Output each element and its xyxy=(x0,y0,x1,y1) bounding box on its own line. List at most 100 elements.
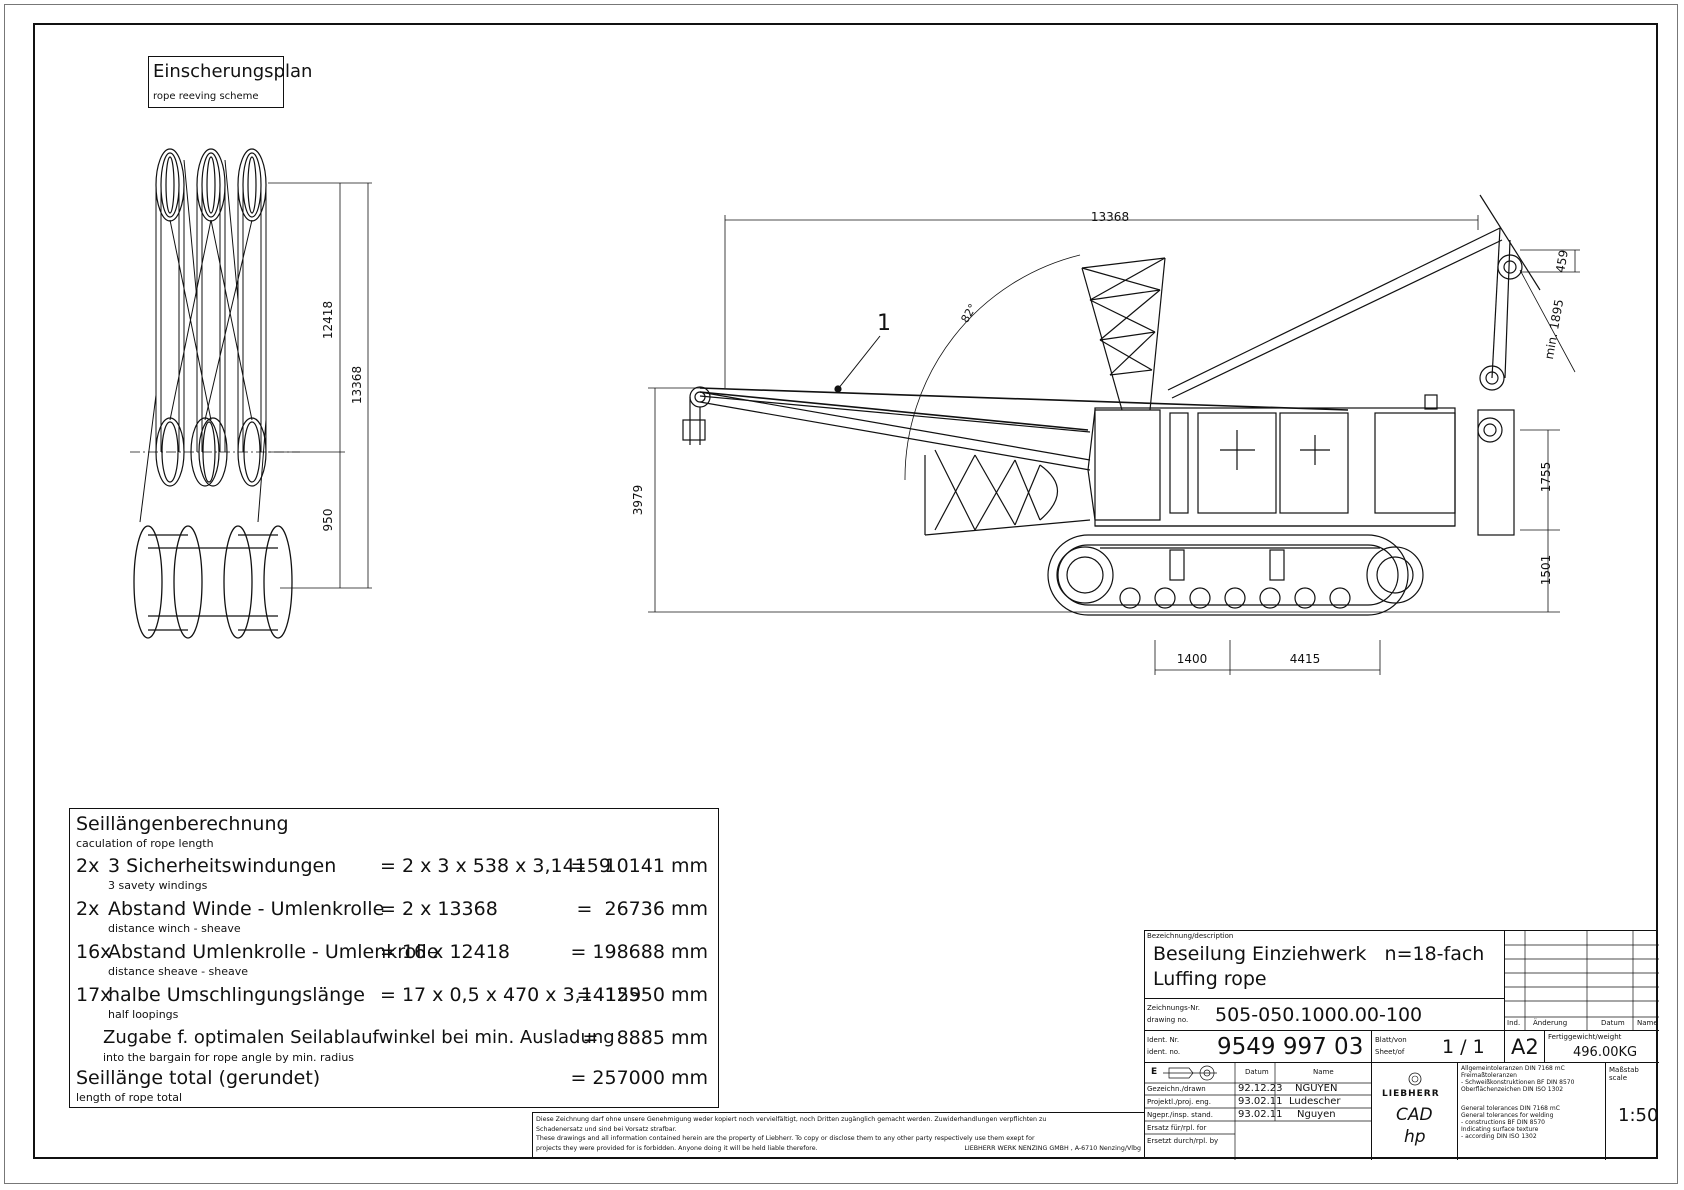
projection-symbol-label: E xyxy=(1151,1067,1158,1077)
sheet-number: 1 / 1 xyxy=(1442,1036,1485,1058)
calc-sub: distance winch - sheave xyxy=(108,922,241,935)
scale-value: 1:50 xyxy=(1618,1105,1659,1126)
calc-sub: 3 savety windings xyxy=(108,879,208,892)
replaces-label: Ersatz für/rpl. for xyxy=(1147,1124,1207,1132)
scale-cell: Maßstab scale 1:50 xyxy=(1606,1063,1659,1160)
ident-label2: ident. no. xyxy=(1147,1048,1181,1056)
ident-cell: Ident. Nr. ident. no. 9549 997 03 xyxy=(1145,1031,1372,1063)
col-name: Name xyxy=(1313,1068,1334,1076)
tol-line: General tolerances for welding xyxy=(1461,1112,1554,1119)
calc-title-en: caculation of rope length xyxy=(76,837,214,850)
rev-ind: Ind. xyxy=(1507,1019,1521,1027)
notice-line: Diese Zeichnung darf ohne unsere Genehmi… xyxy=(536,1116,1047,1123)
calc-label: Zugabe f. optimalen Seilablaufwinkel bei… xyxy=(103,1027,615,1048)
revision-grid xyxy=(1505,931,1659,1031)
notice-line: These drawings and all information conta… xyxy=(536,1135,1035,1142)
revision-table: Ind. Änderung Datum Name xyxy=(1505,931,1659,1031)
title-block: Bezeichnung/description Beseilung Einzie… xyxy=(1144,930,1659,1160)
calc-qty: 2x xyxy=(76,898,100,920)
format-cell: A2 xyxy=(1505,1031,1545,1063)
drawn-label: Gezeichn./drawn xyxy=(1147,1085,1206,1093)
calc-result: = 12550 mm xyxy=(576,984,709,1006)
tol-line: Freimaßtoleranzen xyxy=(1461,1072,1517,1079)
liebherr-emblem-icon xyxy=(1408,1072,1422,1086)
notice-line: projects they were provided for is forbi… xyxy=(536,1144,818,1152)
drawing-number-cell: Zeichnungs-Nr. drawing no. 505-050.1000.… xyxy=(1145,999,1505,1031)
ident-label1: Ident. Nr. xyxy=(1147,1036,1180,1044)
calc-label: 3 Sicherheitswindungen xyxy=(108,855,337,877)
proj-label: Projektl./proj. eng. xyxy=(1147,1098,1211,1106)
cad-label: CAD xyxy=(1396,1105,1433,1125)
description-cell: Bezeichnung/description Beseilung Einzie… xyxy=(1145,931,1505,999)
rev-date: Datum xyxy=(1601,1019,1625,1027)
calc-qty: 17x xyxy=(76,984,112,1006)
sheet-label1: Blatt/von xyxy=(1375,1036,1407,1044)
paper-format: A2 xyxy=(1511,1035,1539,1059)
reeving-title-en: rope reeving scheme xyxy=(153,91,259,102)
outer-frame xyxy=(4,4,1678,1184)
calc-total-de: Seillänge total (gerundet) xyxy=(76,1067,321,1089)
calc-label: Abstand Winde - Umlenkrolle xyxy=(108,898,385,920)
sheet-label2: Sheet/of xyxy=(1375,1048,1405,1056)
notice-last-row: projects they were provided for is forbi… xyxy=(536,1144,1141,1154)
insp-name: Nguyen xyxy=(1297,1109,1336,1120)
tol-line: Indicating surface texture xyxy=(1461,1126,1539,1133)
proj-date: 93.02.11 xyxy=(1238,1096,1283,1107)
rev-name: Name xyxy=(1637,1019,1658,1027)
calc-result: = 198688 mm xyxy=(570,941,708,963)
logo-cell: LIEBHERR CAD hp xyxy=(1372,1063,1458,1160)
drawno-label1: Zeichnungs-Nr. xyxy=(1147,1004,1200,1012)
brand-name: LIEBHERR xyxy=(1382,1089,1440,1099)
calc-formula: = 16 x 12418 xyxy=(380,941,510,963)
calc-formula: = 2 x 3 x 538 x 3,14159 xyxy=(380,855,611,877)
rev-change: Änderung xyxy=(1533,1019,1568,1027)
reeving-title-box: Einscherungsplan rope reeving scheme xyxy=(148,56,312,108)
approvals-grid: E Datum Name Gezeichn./drawn 92.12.23 NG… xyxy=(1145,1063,1372,1160)
tolerances-cell: Allgemeintoleranzen DIN 7168 mC Freimaßt… xyxy=(1458,1063,1606,1160)
col-date: Datum xyxy=(1245,1068,1269,1076)
tol-line: Oberflächenzeichen DIN ISO 1302 xyxy=(1461,1086,1564,1093)
replaced-by-label: Ersetzt durch/rpl. by xyxy=(1147,1137,1219,1145)
calc-result: = 26736 mm xyxy=(576,898,709,920)
calc-sub: distance sheave - sheave xyxy=(108,965,249,978)
desc-line1: Beseilung Einziehwerk n=18-fach xyxy=(1153,943,1485,965)
desc-label: Bezeichnung/description xyxy=(1147,932,1234,940)
tol-line: General tolerances DIN 7168 mC xyxy=(1461,1105,1560,1112)
calc-label: Abstand Umlenkrolle - Umlenkrolle xyxy=(108,941,439,963)
tol-line: - constructions BF DIN 8570 xyxy=(1461,1119,1545,1126)
reeving-title-de: Einscherungsplan xyxy=(153,61,313,82)
insp-date: 93.02.11 xyxy=(1238,1109,1283,1120)
hp-label: hp xyxy=(1404,1127,1426,1147)
tol-line: - Schweißkonstruktionen BF DIN 8570 xyxy=(1461,1079,1575,1086)
weight-cell: Fertiggewicht/weight 496.00KG xyxy=(1545,1031,1659,1063)
rope-length-calculation: Seillängenberechnung caculation of rope … xyxy=(69,808,719,1108)
calc-total-result: = 257000 mm xyxy=(570,1067,708,1089)
sheet-cell: Blatt/von Sheet/of 1 / 1 xyxy=(1372,1031,1505,1063)
notice-line: Schadenersatz und sind bei Vorsatz straf… xyxy=(536,1125,677,1133)
calc-result: = 10141 mm xyxy=(570,855,708,877)
calc-formula: = 2 x 13368 xyxy=(380,898,498,920)
drawn-date: 92.12.23 xyxy=(1238,1083,1283,1094)
calc-result: = 8885 mm xyxy=(582,1027,708,1049)
tol-line: Allgemeintoleranzen DIN 7168 mC xyxy=(1461,1065,1565,1072)
calc-title-de: Seillängenberechnung xyxy=(76,813,289,835)
tol-line: - according DIN ISO 1302 xyxy=(1461,1133,1537,1140)
ident-number: 9549 997 03 xyxy=(1217,1034,1364,1060)
insp-label: Ngepr./insp. stand. xyxy=(1147,1111,1213,1119)
calc-sub: half loopings xyxy=(108,1008,179,1021)
proj-name: Ludescher xyxy=(1289,1096,1341,1107)
calc-formula: = 17 x 0,5 x 470 x 3,14159 xyxy=(380,984,642,1006)
calc-total-en: length of rope total xyxy=(76,1091,183,1104)
drawing-border xyxy=(33,23,1658,1159)
weight-label: Fertiggewicht/weight xyxy=(1548,1033,1622,1041)
weight-value: 496.00KG xyxy=(1573,1045,1638,1060)
drawn-name: NGUYEN xyxy=(1295,1083,1338,1094)
notice-company: LIEBHERR WERK NENZING GMBH , A-6710 Nenz… xyxy=(964,1144,1141,1152)
calc-label: halbe Umschlingungslänge xyxy=(108,984,365,1006)
calc-qty: 16x xyxy=(76,941,112,963)
drawno-label2: drawing no. xyxy=(1147,1016,1189,1024)
desc-line2: Luffing rope xyxy=(1153,968,1267,990)
calc-qty: 2x xyxy=(76,855,100,877)
calc-sub: into the bargain for rope angle by min. … xyxy=(103,1051,355,1064)
copyright-notice: Diese Zeichnung darf ohne unsere Genehmi… xyxy=(532,1112,1144,1158)
